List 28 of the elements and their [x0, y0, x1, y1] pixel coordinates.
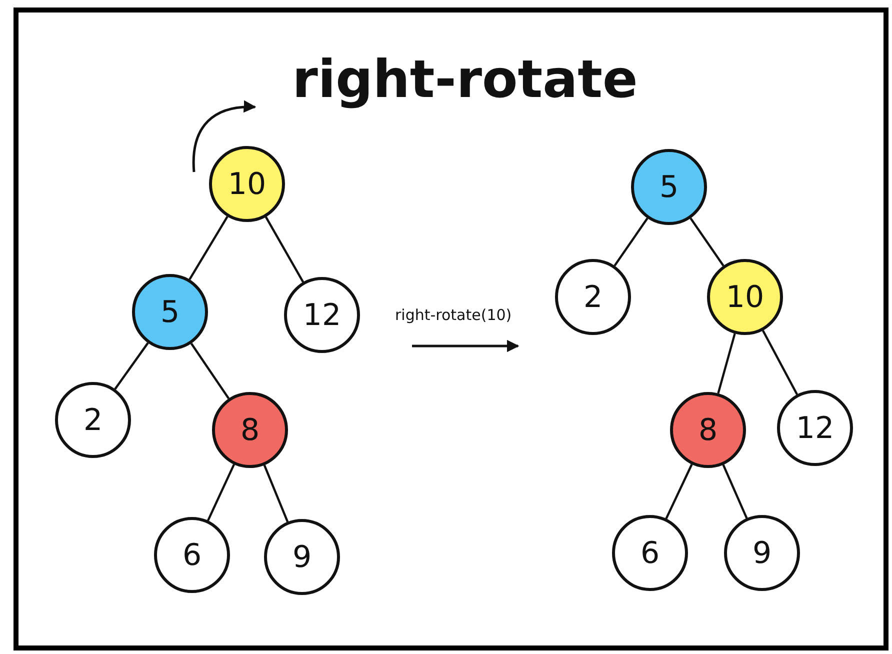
- title: right-rotate: [291, 50, 639, 110]
- tree-edge: [190, 342, 230, 400]
- node-value: 8: [240, 412, 260, 448]
- node-value: 5: [160, 294, 180, 330]
- tree-edge: [722, 464, 748, 519]
- tree-edge: [665, 464, 693, 520]
- operation-label: right-rotate(10): [395, 306, 512, 324]
- node-value: 9: [292, 540, 312, 574]
- node-value: 2: [583, 280, 603, 314]
- tree-edge: [690, 218, 724, 266]
- node-value: 9: [752, 536, 772, 570]
- tree-edge: [762, 330, 798, 395]
- tree-edge: [717, 333, 736, 394]
- node-value: 6: [640, 536, 660, 570]
- tree-edge: [264, 216, 304, 283]
- node-value: 6: [182, 538, 202, 572]
- node-value: 8: [698, 412, 718, 448]
- tree-edge: [114, 342, 149, 390]
- node-value: 10: [228, 166, 266, 202]
- node-value: 12: [302, 298, 342, 332]
- node-value: 10: [726, 280, 764, 314]
- tree-edge: [188, 216, 228, 280]
- node-value: 5: [659, 170, 679, 204]
- node-value: 2: [83, 402, 103, 438]
- tree-edge: [207, 464, 235, 521]
- tree-edge: [614, 218, 648, 266]
- tree-edge: [263, 464, 289, 522]
- node-value: 12: [796, 410, 834, 446]
